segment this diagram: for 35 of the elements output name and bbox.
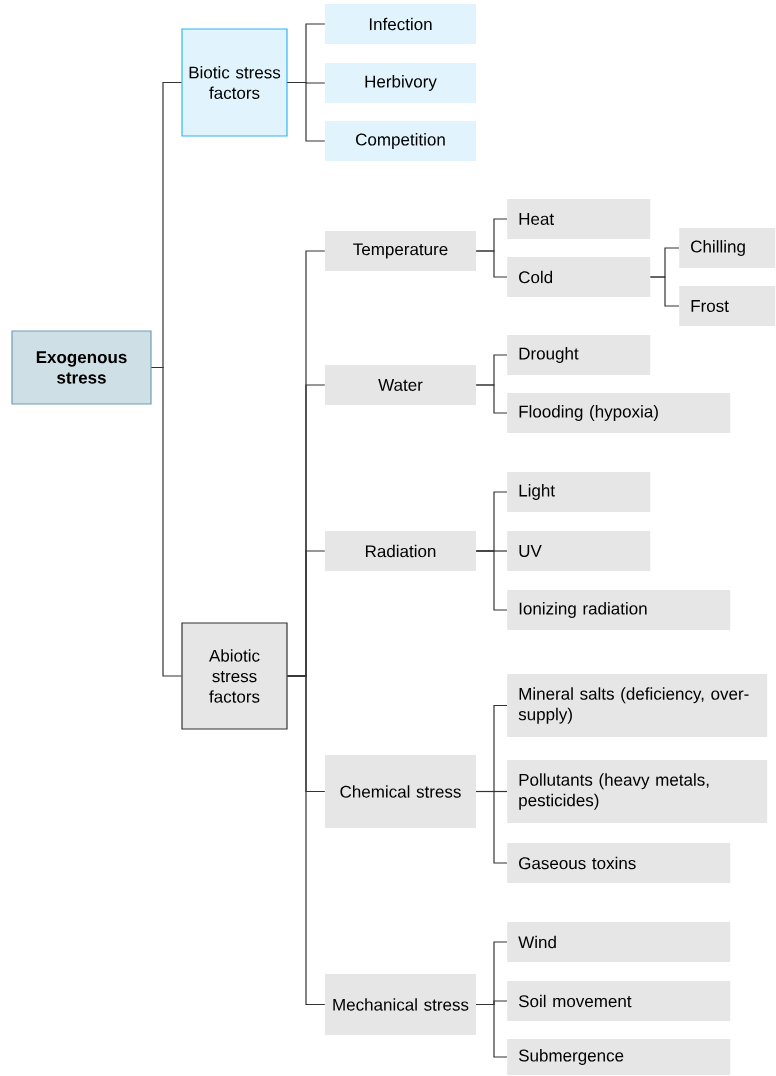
item-box: Pollutants (heavy metals, pesticides) [507, 760, 768, 823]
category-box: Mechanical stress [325, 974, 476, 1035]
item-box: Flooding (hypoxia) [507, 393, 731, 433]
connector [475, 550, 508, 611]
item-box: Competition [325, 121, 476, 161]
category-box: Abiotic stress factors [181, 622, 288, 730]
category-box: Water [325, 365, 476, 405]
item-box: Wind [507, 922, 731, 962]
category-box: Temperature [325, 231, 476, 271]
connector [475, 790, 508, 864]
connector [475, 384, 508, 414]
item-box: Gaseous toxins [507, 843, 731, 883]
item-box: Heat [507, 199, 651, 239]
item-box: Soil movement [507, 981, 731, 1021]
category-box: Biotic stress factors [181, 28, 288, 137]
item-box: Light [507, 472, 651, 512]
item-box: UV [507, 531, 651, 571]
connector [151, 366, 182, 677]
item-box: Submergence [507, 1039, 731, 1075]
item-box: Ionizing radiation [507, 590, 731, 630]
connector [287, 81, 326, 142]
connector [475, 250, 508, 278]
item-box: Drought [507, 335, 651, 375]
category-box: Radiation [325, 531, 476, 571]
category-box: Chemical stress [325, 755, 476, 828]
item-box: Mineral salts (deficiency, over-supply) [507, 674, 768, 737]
main-box: Exogenous stress [11, 330, 152, 405]
item-box: Frost [679, 286, 776, 326]
connector [475, 1003, 508, 1058]
connector [287, 675, 326, 1006]
item-box: Infection [325, 4, 476, 44]
item-box: Chilling [679, 228, 776, 268]
item-box: Herbivory [325, 63, 476, 103]
item-box: Cold [507, 257, 651, 297]
connector [649, 276, 680, 307]
